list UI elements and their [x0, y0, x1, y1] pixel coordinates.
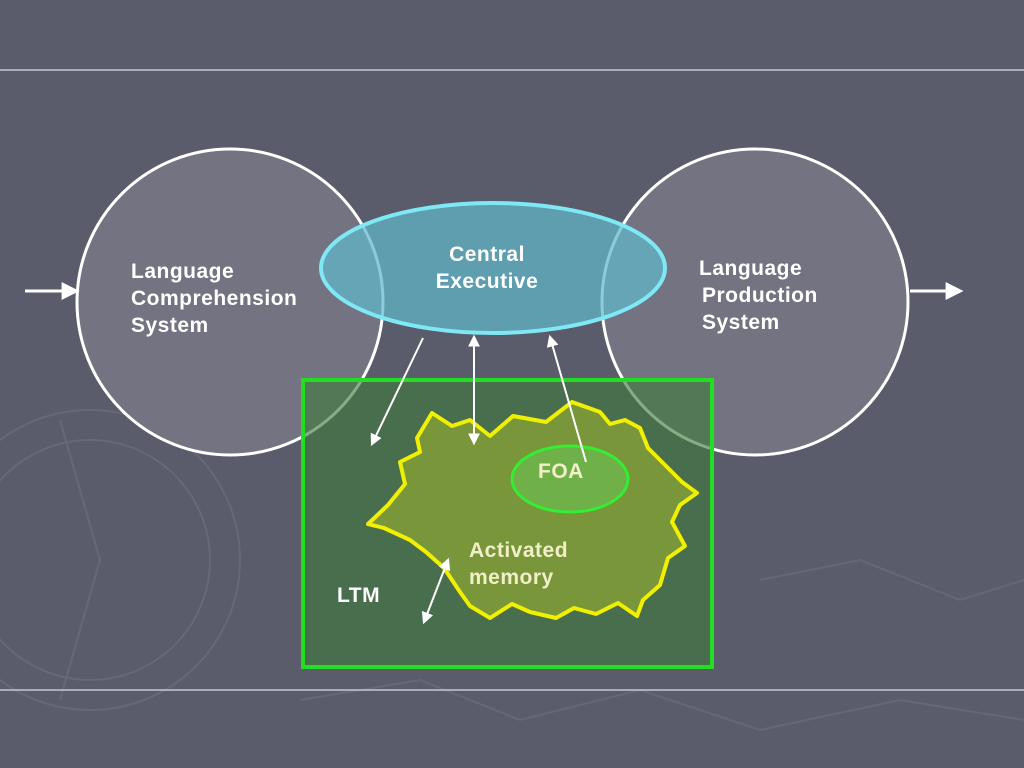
activated-memory-blob — [366, 400, 699, 620]
foa-ellipse — [510, 444, 630, 514]
comprehension-label: Language Comprehension System — [131, 258, 297, 339]
executive-to-ltm-arrow — [370, 337, 424, 447]
ltm-activated-arrow — [421, 557, 451, 625]
executive-foa-arrow — [546, 334, 587, 463]
ltm-label: LTM — [337, 584, 381, 607]
central-executive-line-1: Central — [449, 243, 525, 266]
comprehension-line-3: System — [131, 314, 209, 337]
central-executive-line-2: Executive — [435, 270, 539, 293]
activated-memory-label: Activated memory — [469, 537, 568, 591]
comprehension-line-2: Comprehension — [131, 287, 298, 310]
production-line-3: System — [702, 311, 780, 334]
foa-label: FOA — [538, 460, 584, 483]
central-executive-ellipse — [319, 201, 667, 335]
production-line-2: Production — [702, 284, 818, 307]
activated-memory-line-1: Activated — [469, 539, 569, 562]
central-executive-label: Central Executive — [424, 241, 550, 295]
production-label: Language Production System — [699, 255, 818, 336]
production-line-1: Language — [699, 257, 803, 280]
activated-memory-line-2: memory — [469, 566, 554, 589]
comprehension-line-1: Language — [131, 260, 235, 283]
